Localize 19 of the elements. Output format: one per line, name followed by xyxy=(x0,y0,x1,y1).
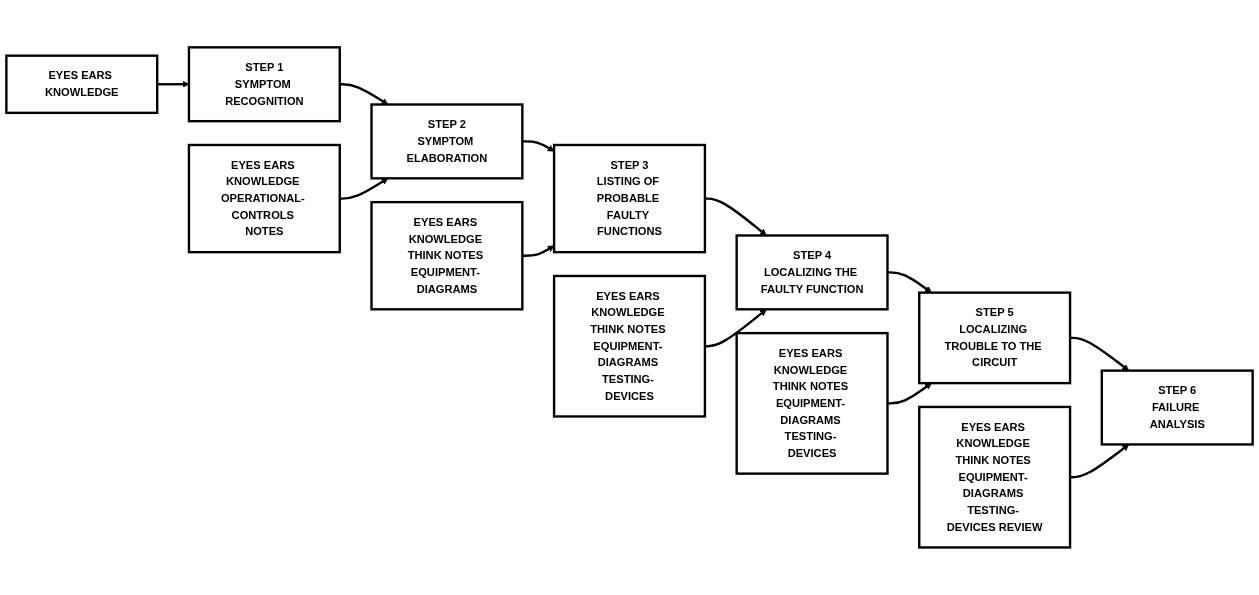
arrow xyxy=(522,140,555,152)
arrow xyxy=(522,245,555,257)
node-box: STEP 3 LISTING OF PROBABLE FAULTY FUNCTIONS xyxy=(552,143,707,254)
arrow xyxy=(704,309,767,348)
node-box: EYES EARS KNOWLEDGE THINK NOTES EQUIPMENT- DIAGRAMS xyxy=(370,201,524,311)
node-box: EYES EARS KNOWLEDGE THINK NOTES EQUIPMENT- DIAGRAMS TESTING- DEVICES xyxy=(552,274,707,418)
arrow xyxy=(339,178,389,200)
node-box: EYES EARS KNOWLEDGE THINK NOTES EQUIPMENT- DIAGRAMS TESTING- DEVICES REVIEW xyxy=(918,405,1072,549)
node-box: EYES EARS KNOWLEDGE OPERATIONAL- CONTROLS NOTES xyxy=(187,143,341,254)
node-box: EYES EARS KNOWLEDGE xyxy=(5,54,159,115)
node-box: STEP 2 SYMPTOM ELABORATION xyxy=(370,103,524,180)
node-box: EYES EARS KNOWLEDGE THINK NOTES EQUIPMENT- DIAGRAMS TESTING- DEVICES xyxy=(735,332,889,475)
node-box: STEP 6 FAILURE ANALYSIS xyxy=(1100,369,1254,446)
arrow xyxy=(339,83,389,105)
node-box: STEP 5 LOCALIZING TROUBLE TO THE CIRCUIT xyxy=(918,291,1072,385)
arrow xyxy=(1070,444,1130,479)
node-box: STEP 4 LOCALIZING THE FAULTY FUNCTION xyxy=(735,234,889,311)
arrow xyxy=(704,197,767,236)
node-box: STEP 1 SYMPTOM RECOGNITION xyxy=(187,46,341,123)
